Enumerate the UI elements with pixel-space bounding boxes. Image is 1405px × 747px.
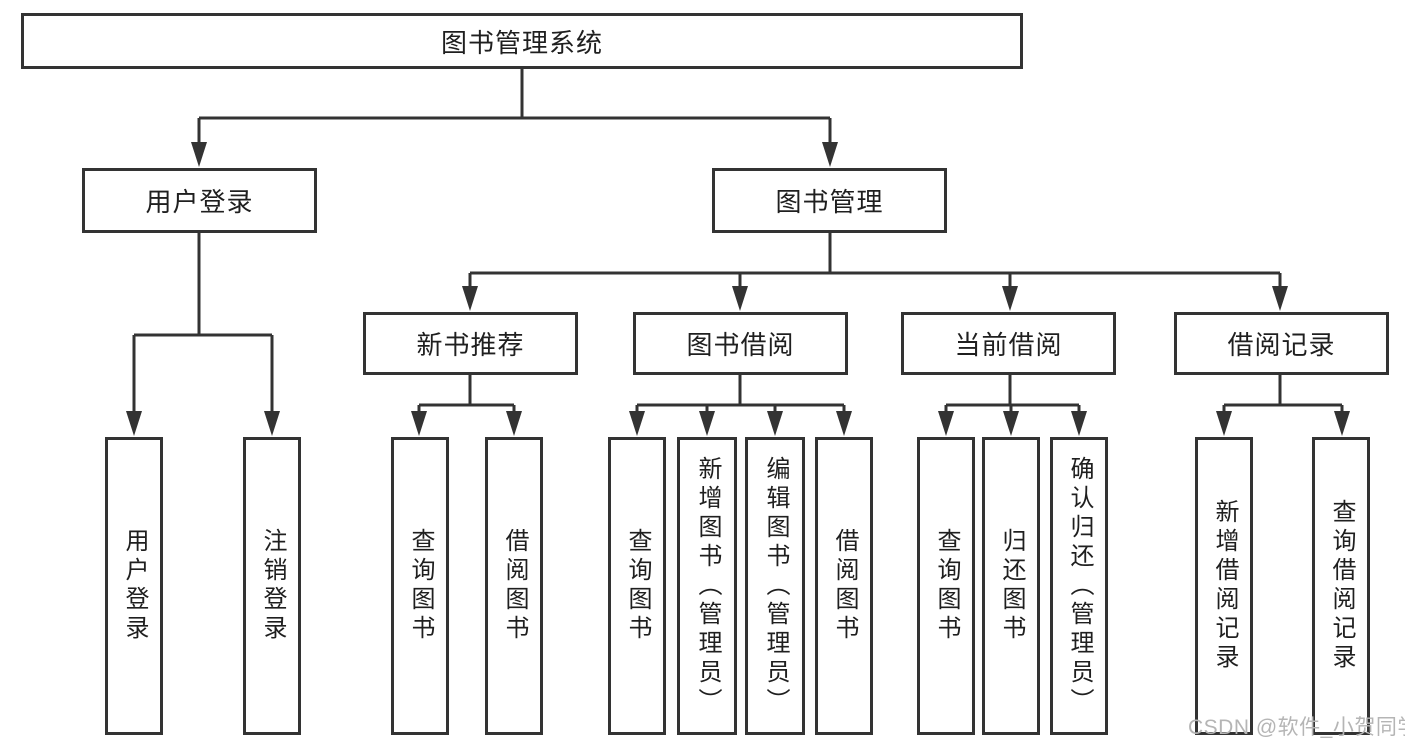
node-new-book-recommend-label: 新书推荐	[416, 330, 525, 360]
leaf-query-borrow-record: 查询借阅记录	[1312, 437, 1370, 735]
leaf-recommend-borrow-books-label: 借阅图书	[501, 528, 528, 644]
node-current-borrow: 当前借阅	[901, 312, 1116, 375]
leaf-add-book-admin-label: 新增图书（管理员）	[694, 455, 721, 717]
node-book-borrow: 图书借阅	[633, 312, 848, 375]
node-current-borrow-label: 当前借阅	[954, 330, 1063, 360]
leaf-borrow-query-books-label: 查询图书	[624, 528, 651, 644]
leaf-current-query-books: 查询图书	[917, 437, 975, 735]
leaf-add-borrow-record: 新增借阅记录	[1195, 437, 1253, 735]
leaf-recommend-borrow-books: 借阅图书	[485, 437, 543, 735]
csdn-watermark: CSDN @软件_小贺同学	[1188, 716, 1405, 739]
leaf-borrow-query-books: 查询图书	[608, 437, 666, 735]
node-root: 图书管理系统	[21, 13, 1023, 69]
leaf-recommend-query-books: 查询图书	[391, 437, 449, 735]
leaf-add-book-admin: 新增图书（管理员）	[677, 437, 737, 735]
leaf-return-book-label: 归还图书	[998, 528, 1025, 644]
leaf-borrow-books-label: 借阅图书	[831, 528, 858, 644]
node-new-book-recommend: 新书推荐	[363, 312, 578, 375]
node-book-management: 图书管理	[712, 168, 947, 233]
leaf-confirm-return-admin: 确认归还（管理员）	[1050, 437, 1108, 735]
leaf-logout-label: 注销登录	[259, 528, 286, 644]
leaf-recommend-query-books-label: 查询图书	[407, 528, 434, 644]
leaf-add-borrow-record-label: 新增借阅记录	[1211, 499, 1238, 673]
connector-paths	[132, 68, 1344, 413]
leaf-edit-book-admin-label: 编辑图书（管理员）	[762, 455, 789, 717]
node-book-borrow-label: 图书借阅	[686, 330, 795, 360]
leaf-return-book: 归还图书	[982, 437, 1040, 735]
leaf-user-login: 用户登录	[105, 437, 163, 735]
node-user-login: 用户登录	[82, 168, 317, 233]
leaf-user-login-label: 用户登录	[121, 528, 148, 644]
leaf-edit-book-admin: 编辑图书（管理员）	[745, 437, 805, 735]
leaf-borrow-books: 借阅图书	[815, 437, 873, 735]
node-borrow-records-label: 借阅记录	[1227, 330, 1336, 360]
arrowheads	[126, 142, 1350, 436]
leaf-query-borrow-record-label: 查询借阅记录	[1328, 499, 1355, 673]
leaf-current-query-books-label: 查询图书	[933, 528, 960, 644]
node-book-management-label: 图书管理	[775, 187, 884, 217]
leaf-logout: 注销登录	[243, 437, 301, 735]
node-root-label: 图书管理系统	[440, 27, 603, 58]
node-borrow-records: 借阅记录	[1174, 312, 1389, 375]
leaf-confirm-return-admin-label: 确认归还（管理员）	[1066, 455, 1093, 717]
node-user-login-label: 用户登录	[145, 187, 254, 217]
